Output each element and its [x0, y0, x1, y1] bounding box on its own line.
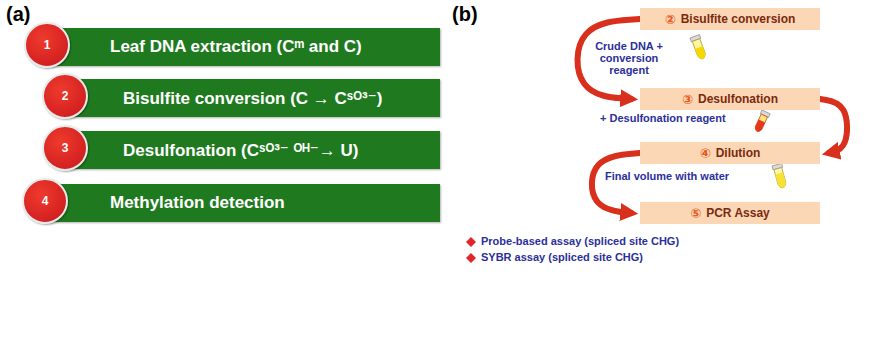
process-box: ③ Desulfonation [640, 88, 820, 110]
process-bar: Methylation detection [45, 184, 440, 222]
process-box: ④ Dilution [640, 142, 820, 164]
step-note: Final volume with water [605, 170, 729, 182]
step-number: ③ [682, 92, 693, 107]
panel-label: (a) [6, 3, 30, 26]
step-label: Desulfonation [698, 92, 778, 106]
process-bar: Bisulfite conversion (C → Cˢᴼ³⁻) [65, 79, 440, 117]
bullet-diamond [466, 237, 476, 247]
process-bar: Leaf DNA extraction (Cᵐ and C) [45, 28, 440, 66]
step-number: 2 [62, 89, 69, 103]
tube-icon [772, 163, 788, 189]
step-label: Leaf DNA extraction (Cᵐ and C) [110, 37, 362, 57]
step-number-circle: 3 [42, 125, 88, 171]
step-number-circle: 2 [42, 73, 88, 119]
tube-icon [690, 35, 708, 61]
panel-label: (b) [452, 3, 478, 26]
step-number: ② [665, 12, 676, 27]
process-box: ⑤ PCR Assay [640, 202, 820, 224]
step-number: ④ [700, 146, 711, 161]
process-bar: Desulfonation (Cˢᴼ³⁻ ᴼᴴ⁻→ U) [65, 131, 440, 169]
step-label: Desulfonation (Cˢᴼ³⁻ ᴼᴴ⁻→ U) [123, 140, 358, 161]
step-label: Methylation detection [110, 193, 285, 213]
step-number: 4 [42, 194, 49, 208]
step-number: 3 [62, 141, 69, 155]
flow-arrow [592, 153, 640, 213]
assay-item: SYBR assay (spliced site CHG) [481, 251, 643, 263]
step-number-circle: 4 [22, 178, 68, 224]
bullet-diamond [466, 253, 476, 263]
tube-icon [753, 110, 770, 133]
assay-item: Probe-based assay (spliced site CHG) [481, 235, 679, 247]
step-note: Crude DNA + conversion reagent [586, 40, 672, 76]
step-label: Bisulfite conversion (C → Cˢᴼ³⁻) [123, 88, 382, 109]
step-number: ⑤ [690, 206, 701, 221]
step-label: Dilution [716, 146, 761, 160]
process-box: ② Bisulfite conversion [640, 8, 820, 30]
step-note: + Desulfonation reagent [600, 112, 726, 124]
step-number: 1 [44, 38, 51, 52]
step-label: Bisulfite conversion [681, 12, 796, 26]
flow-arrow [820, 99, 847, 153]
step-label: PCR Assay [706, 206, 770, 220]
step-number-circle: 1 [24, 22, 70, 68]
